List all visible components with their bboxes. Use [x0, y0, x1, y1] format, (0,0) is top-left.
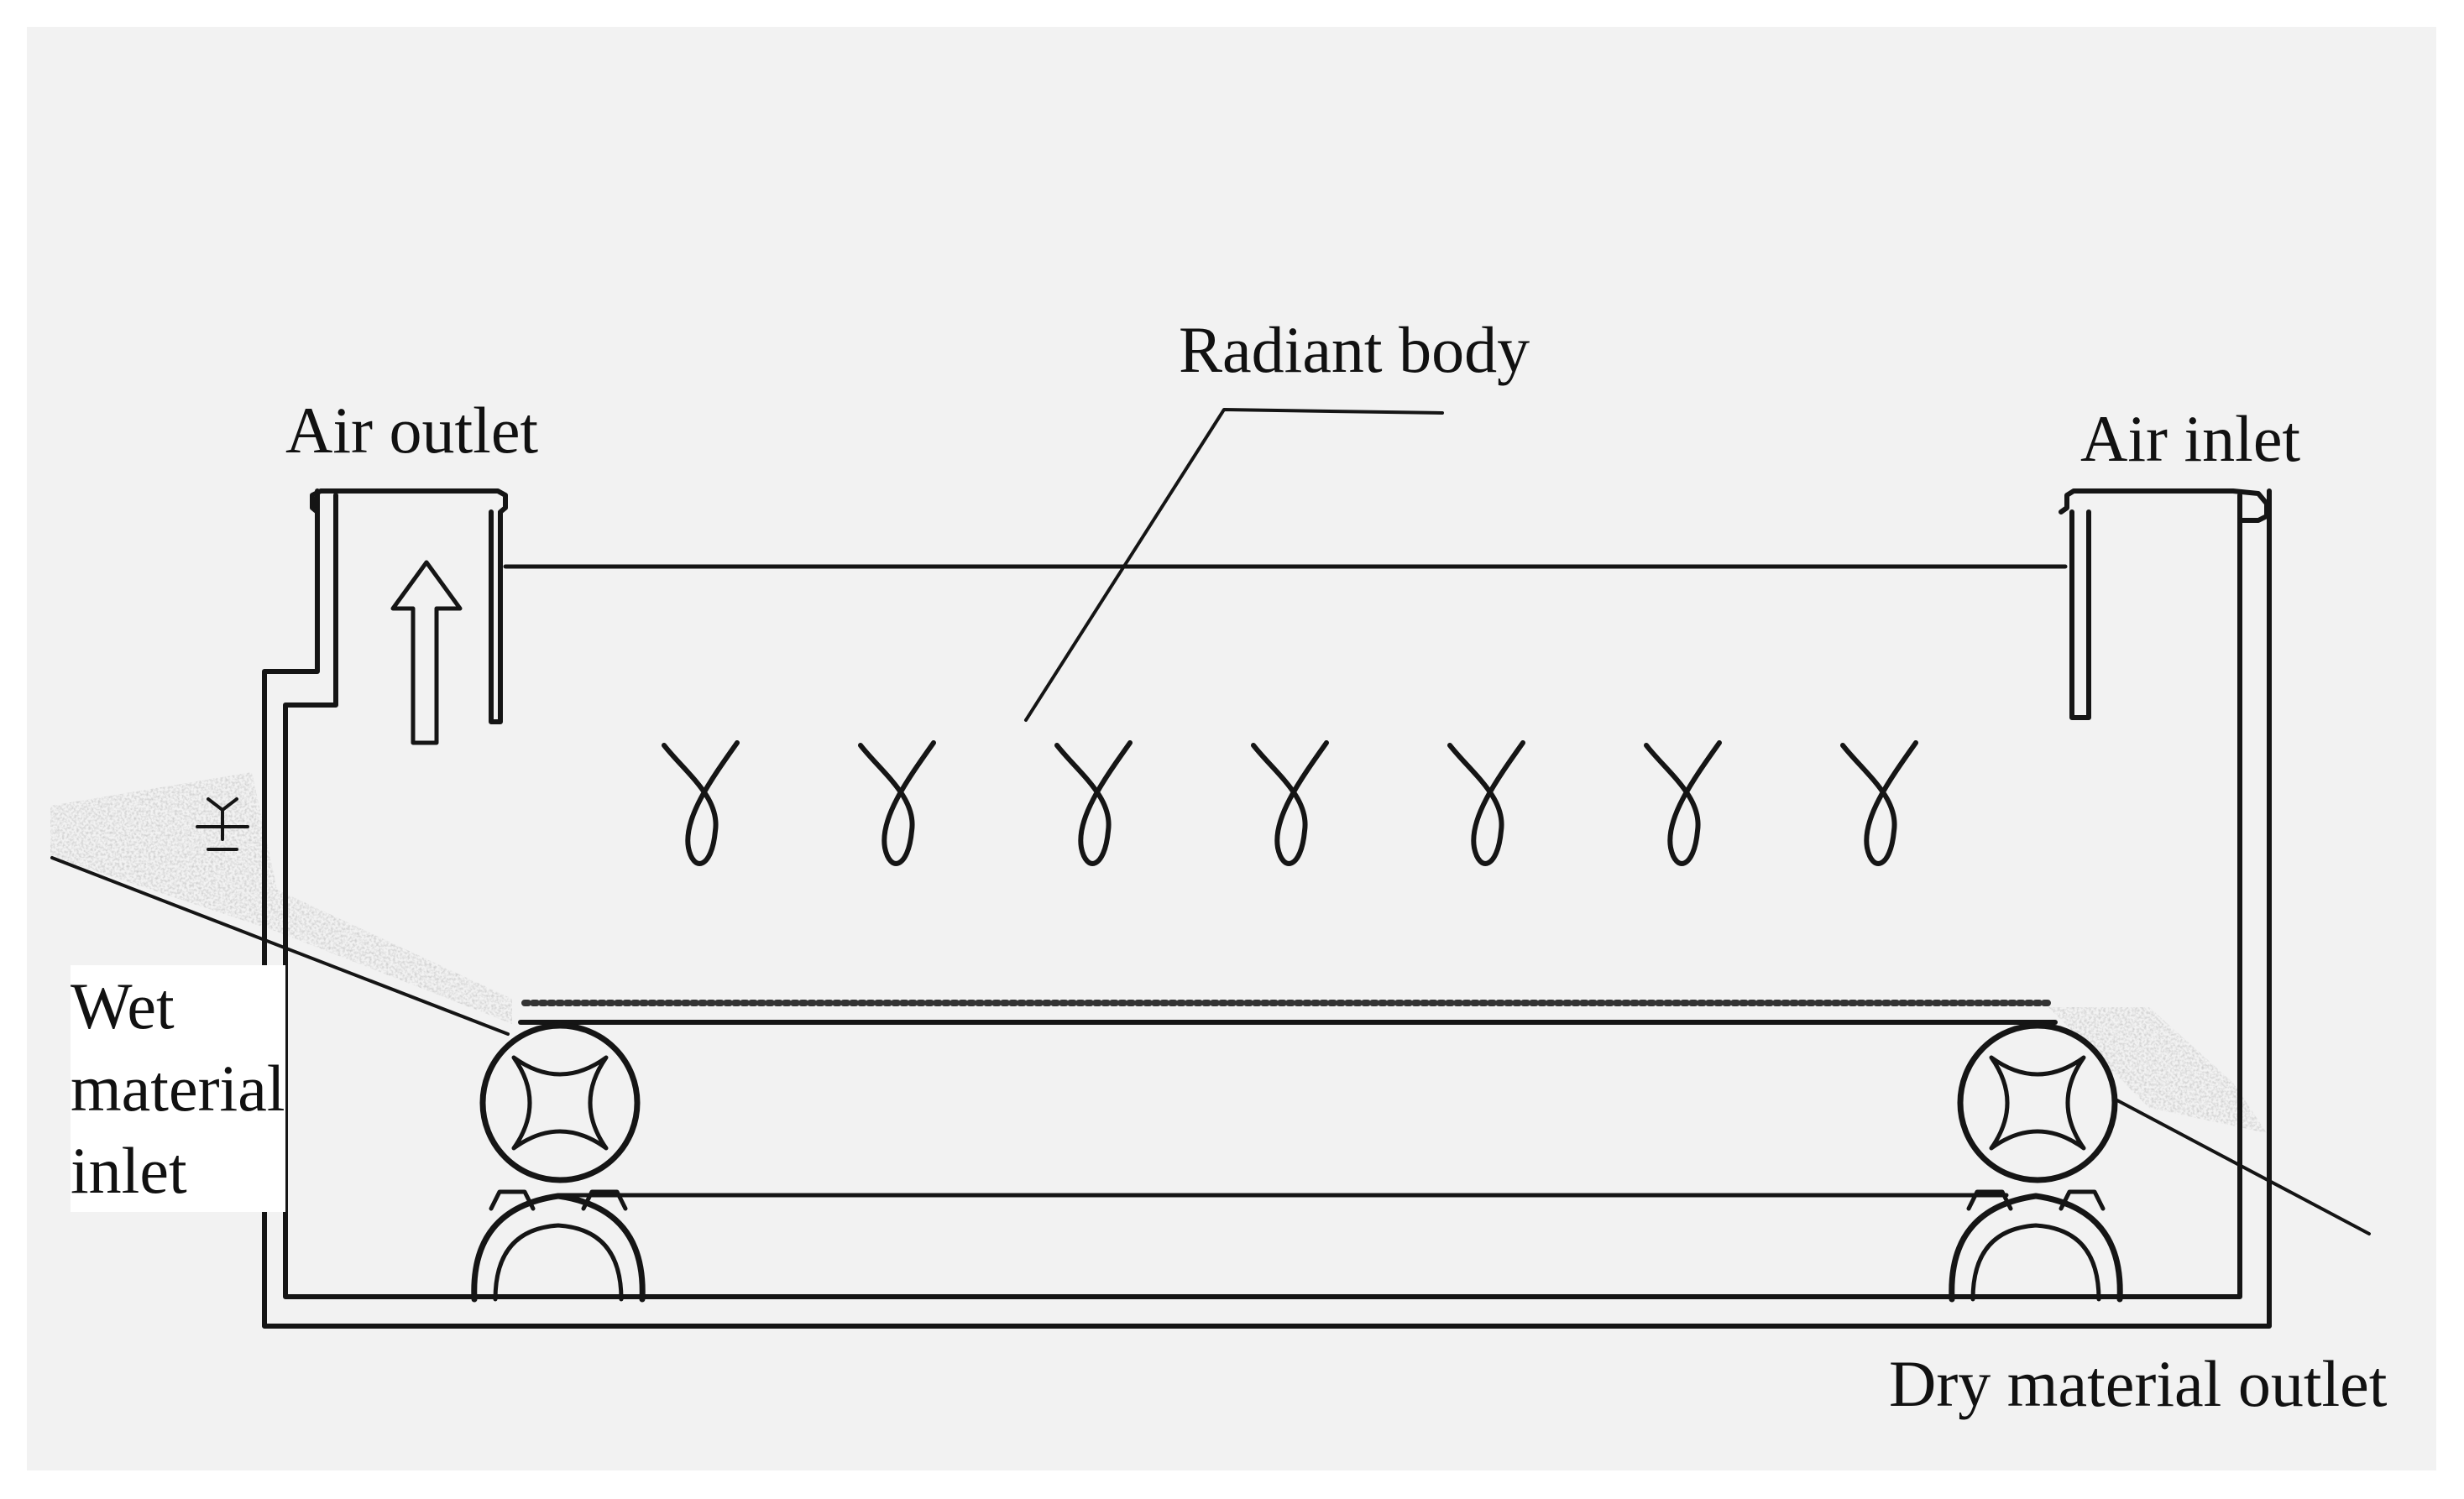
- radiant-body-leader: [1024, 408, 1444, 722]
- heater-5: [1447, 740, 1525, 866]
- label-radiant-body: Radiant body: [1179, 313, 1530, 386]
- housing-left-wall-inner: [283, 493, 2242, 1299]
- heater-6: [1644, 740, 1722, 866]
- air-inlet-baffle: [2069, 509, 2091, 720]
- label-air-inlet: Air inlet: [2080, 402, 2301, 475]
- arrow-up-icon: [390, 560, 463, 745]
- heater-4: [1251, 740, 1329, 866]
- heater-1: [662, 740, 740, 866]
- air-inlet-chimney: [2059, 488, 2269, 523]
- steam-mark-icon: [196, 797, 249, 851]
- label-dry-material-outlet: Dry material outlet: [1889, 1347, 2388, 1420]
- label-wet-line-1: Wet: [71, 969, 175, 1042]
- outlet-slope-line: [2114, 1098, 2371, 1235]
- heater-2: [858, 740, 936, 866]
- material-granules: [50, 772, 2267, 1133]
- label-wet-material-inlet: Wet material inlet: [71, 965, 285, 1212]
- radiant-heaters: [662, 740, 1918, 866]
- inlet-slope-line: [50, 856, 510, 1036]
- roller-right: [1949, 1022, 2123, 1303]
- roller-left: [471, 1022, 646, 1303]
- air-outlet-chimney: [310, 488, 508, 724]
- heater-7: [1840, 740, 1918, 866]
- label-wet-line-2: material: [71, 1052, 285, 1125]
- label-wet-line-3: inlet: [71, 1134, 187, 1207]
- diagram-background: [27, 27, 2436, 1470]
- label-air-outlet: Air outlet: [285, 394, 539, 467]
- heater-3: [1054, 740, 1133, 866]
